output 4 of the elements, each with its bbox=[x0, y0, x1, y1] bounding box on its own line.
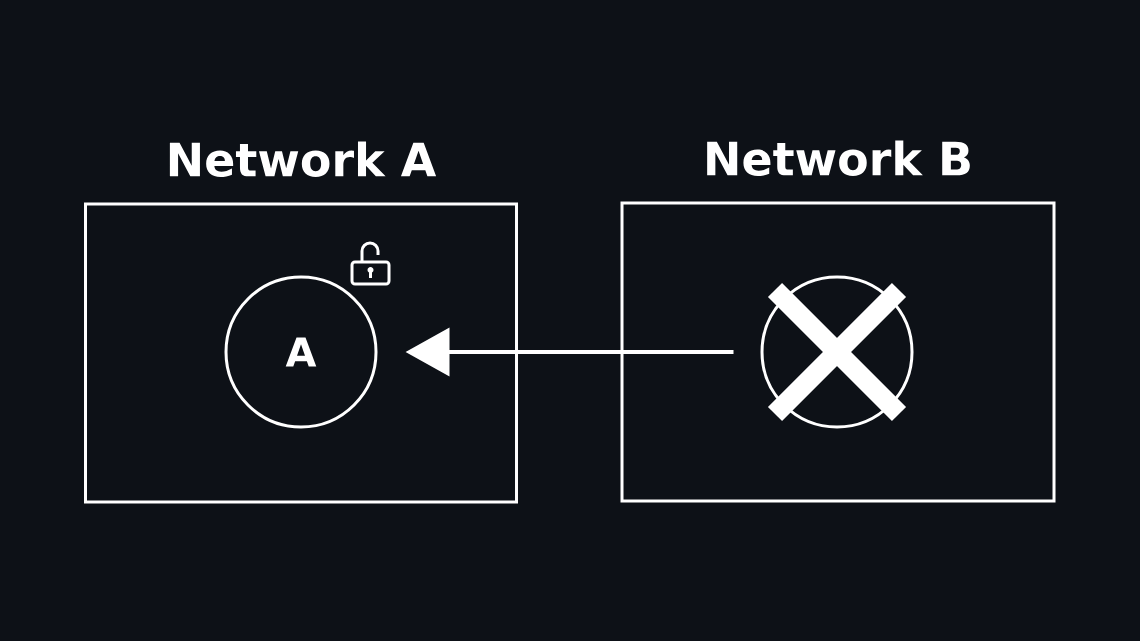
node-label: Network B bbox=[707, 140, 970, 177]
crossed-circle bbox=[760, 275, 914, 429]
node-label: Network A bbox=[169, 141, 437, 178]
network-box: Network B bbox=[620, 140, 1056, 503]
